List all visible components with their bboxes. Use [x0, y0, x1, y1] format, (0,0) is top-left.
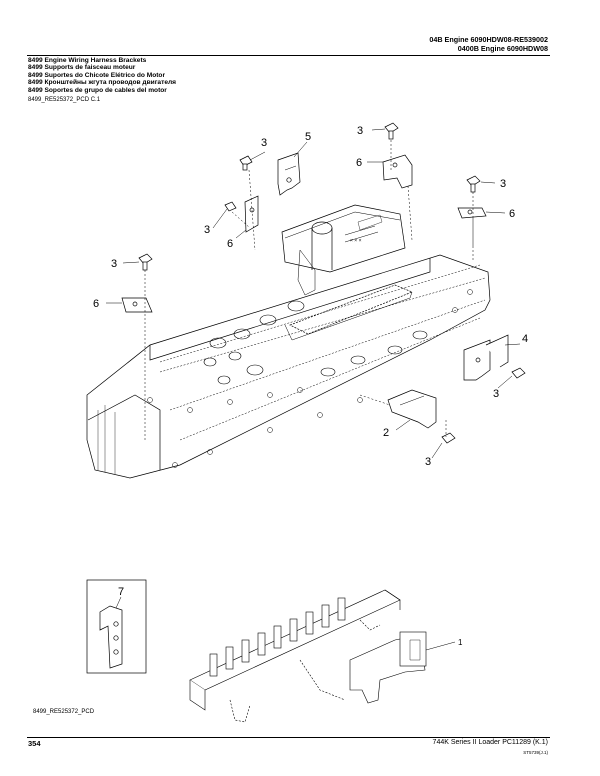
bolt-3-g [441, 432, 456, 444]
callout-3-bolt-c: 3 [357, 125, 363, 137]
bolt-3-a [239, 155, 253, 171]
bracket-6-c [457, 207, 487, 219]
callout-6-bracket-a: 6 [227, 238, 233, 250]
callout-6-bracket-c: 6 [509, 208, 515, 220]
bracket-6-a [244, 195, 259, 233]
page-number: 354 [28, 739, 41, 748]
footer-publication: 744K Series II Loader PC11289 (K.1) [432, 739, 548, 746]
callout-3-bolt-a: 3 [261, 137, 267, 149]
callout-6-bracket-d: 6 [93, 298, 99, 310]
bracket-2 [387, 389, 437, 429]
bracket-5 [277, 152, 301, 196]
callout-3-bolt-f: 3 [493, 388, 499, 400]
title-russian: 8499 Кронштейны жгута проводов двигателя [28, 79, 177, 87]
callout-2-bracket: 2 [383, 427, 389, 439]
header-divider [27, 55, 550, 56]
callout-1-bracket: 1 [458, 638, 463, 647]
title-french: 8499 Supports de faisceau moteur [28, 64, 136, 72]
engine-cover-illustration: × × × [86, 204, 491, 479]
svg-text:× × ×: × × × [350, 238, 362, 244]
callout-5-bracket: 5 [305, 131, 311, 143]
callout-4-bracket: 4 [522, 333, 528, 345]
bolt-3-c [384, 122, 399, 140]
callout-3-bolt-b: 3 [204, 224, 210, 236]
bracket-4 [463, 334, 509, 381]
footer-code: ST5739(J.1) [523, 750, 548, 755]
title-english: 8499 Engine Wiring Harness Brackets [28, 57, 147, 64]
header-engine-model: 04B Engine 6090HDW08-RE539002 [429, 35, 548, 44]
callout-6-bracket-b: 6 [356, 157, 362, 169]
header-engine-group: 0400B Engine 6090HDW08 [457, 44, 548, 53]
illustration-reference-bottom: 8499_RE525372_PCD [33, 709, 95, 715]
bolt-3-d [466, 175, 481, 193]
bolt-3-f [511, 367, 526, 379]
footer-divider [27, 737, 550, 738]
injector-harness-assembly [189, 589, 456, 723]
bolt-3-b [224, 201, 237, 212]
illustration-reference: 8499_RE525372_PCD C.1 [28, 97, 101, 103]
callout-3-bolt-e: 3 [111, 258, 117, 270]
inset-box-item-7 [86, 579, 147, 674]
callout-3-bolt-g: 3 [425, 456, 431, 468]
title-spanish: 8499 Soportes de grupo de cables del mot… [28, 86, 167, 94]
bracket-6-b [382, 154, 413, 189]
callout-7-inset: 7 [118, 586, 124, 598]
title-portuguese: 8499 Suportes do Chicote Elétrico do Mot… [28, 71, 166, 79]
bracket-6-d [121, 297, 153, 313]
callout-3-bolt-d: 3 [500, 178, 506, 190]
bolt-3-e [138, 253, 153, 271]
section-titles: 8499 Engine Wiring Harness Brackets 8499… [28, 57, 176, 94]
